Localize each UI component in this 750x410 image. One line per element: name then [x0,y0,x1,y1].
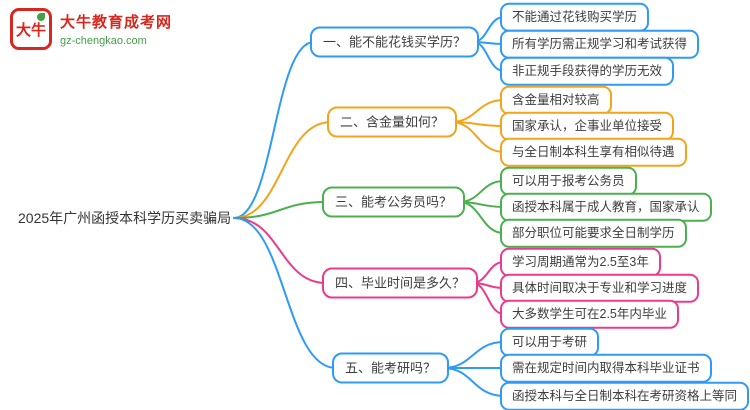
connector [233,217,337,369]
branch-node-1: 一、能不能花钱买学历？ [310,26,480,58]
connector [458,180,505,203]
logo-glyph: 大牛 [15,21,46,39]
site-name: 大牛教育成考网 [60,14,173,31]
connector [233,121,332,219]
leaf-node: 学习周期通常为2.5至3年 [500,247,661,277]
branch-node-5: 五、能考研吗？ [332,352,450,384]
connector [450,99,505,123]
connector [442,367,505,397]
branch-node-2: 二、含金量如何？ [327,106,458,138]
leaf-node: 大多数学生可在2.5年内毕业 [500,299,679,329]
leaf-node: 可以用于报考公务员 [500,166,637,196]
leaf-node: 具体时间取决于专业和学习进度 [500,273,700,303]
branch-node-4: 四、毕业时间是多久？ [322,267,479,299]
leaf-node: 需在规定时间内取得本科毕业证书 [500,353,712,383]
leaf-node: 与全日制本科生享有相似待遇 [500,137,687,167]
logo-icon: 大牛 [10,8,52,50]
mindmap-root-topic: 2025年广州函授本科学历买卖骗局 [18,210,232,226]
branch-node-3: 三、能考公务员吗？ [322,186,466,218]
connector [233,201,327,219]
leaf-node: 不能通过花钱购买学历 [500,2,650,32]
logo-text: 大牛教育成考网 gz-chengkao.com [60,11,172,47]
connector [233,41,315,219]
leaf-node: 函授本科属于成人教育，国家承认 [500,192,712,222]
connector [442,341,505,369]
leaf-node: 国家承认，企事业单位接受 [500,111,675,141]
connector [233,217,327,284]
leaf-icon [37,13,45,21]
leaf-node: 部分职位可能要求全日制学历 [500,218,687,248]
site-url: gz-chengkao.com [60,35,147,47]
leaf-node: 含金量相对较高 [500,85,612,115]
leaf-node: 非正规手段获得的学历无效 [500,56,675,86]
leaf-node: 函授本科与全日制本科在考研资格上等同 [500,381,750,410]
connector [450,121,505,153]
site-logo: 大牛 大牛教育成考网 gz-chengkao.com [10,8,172,50]
leaf-node: 所有学历需正规学习和考试获得 [500,29,700,59]
leaf-node: 可以用于考研 [500,327,600,357]
